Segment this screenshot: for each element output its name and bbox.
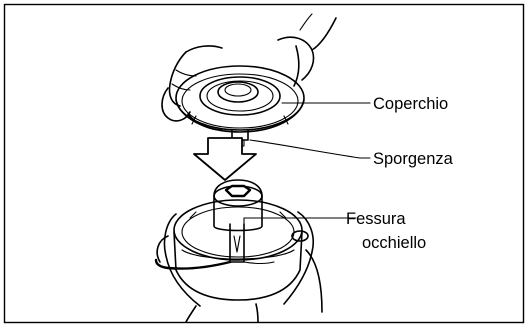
label-tab: Sporgenza	[373, 150, 454, 168]
label-cover: Coperchio	[373, 95, 448, 113]
label-slot-line2: occhiello	[362, 234, 426, 252]
label-slot-line1: Fessura	[346, 210, 406, 228]
